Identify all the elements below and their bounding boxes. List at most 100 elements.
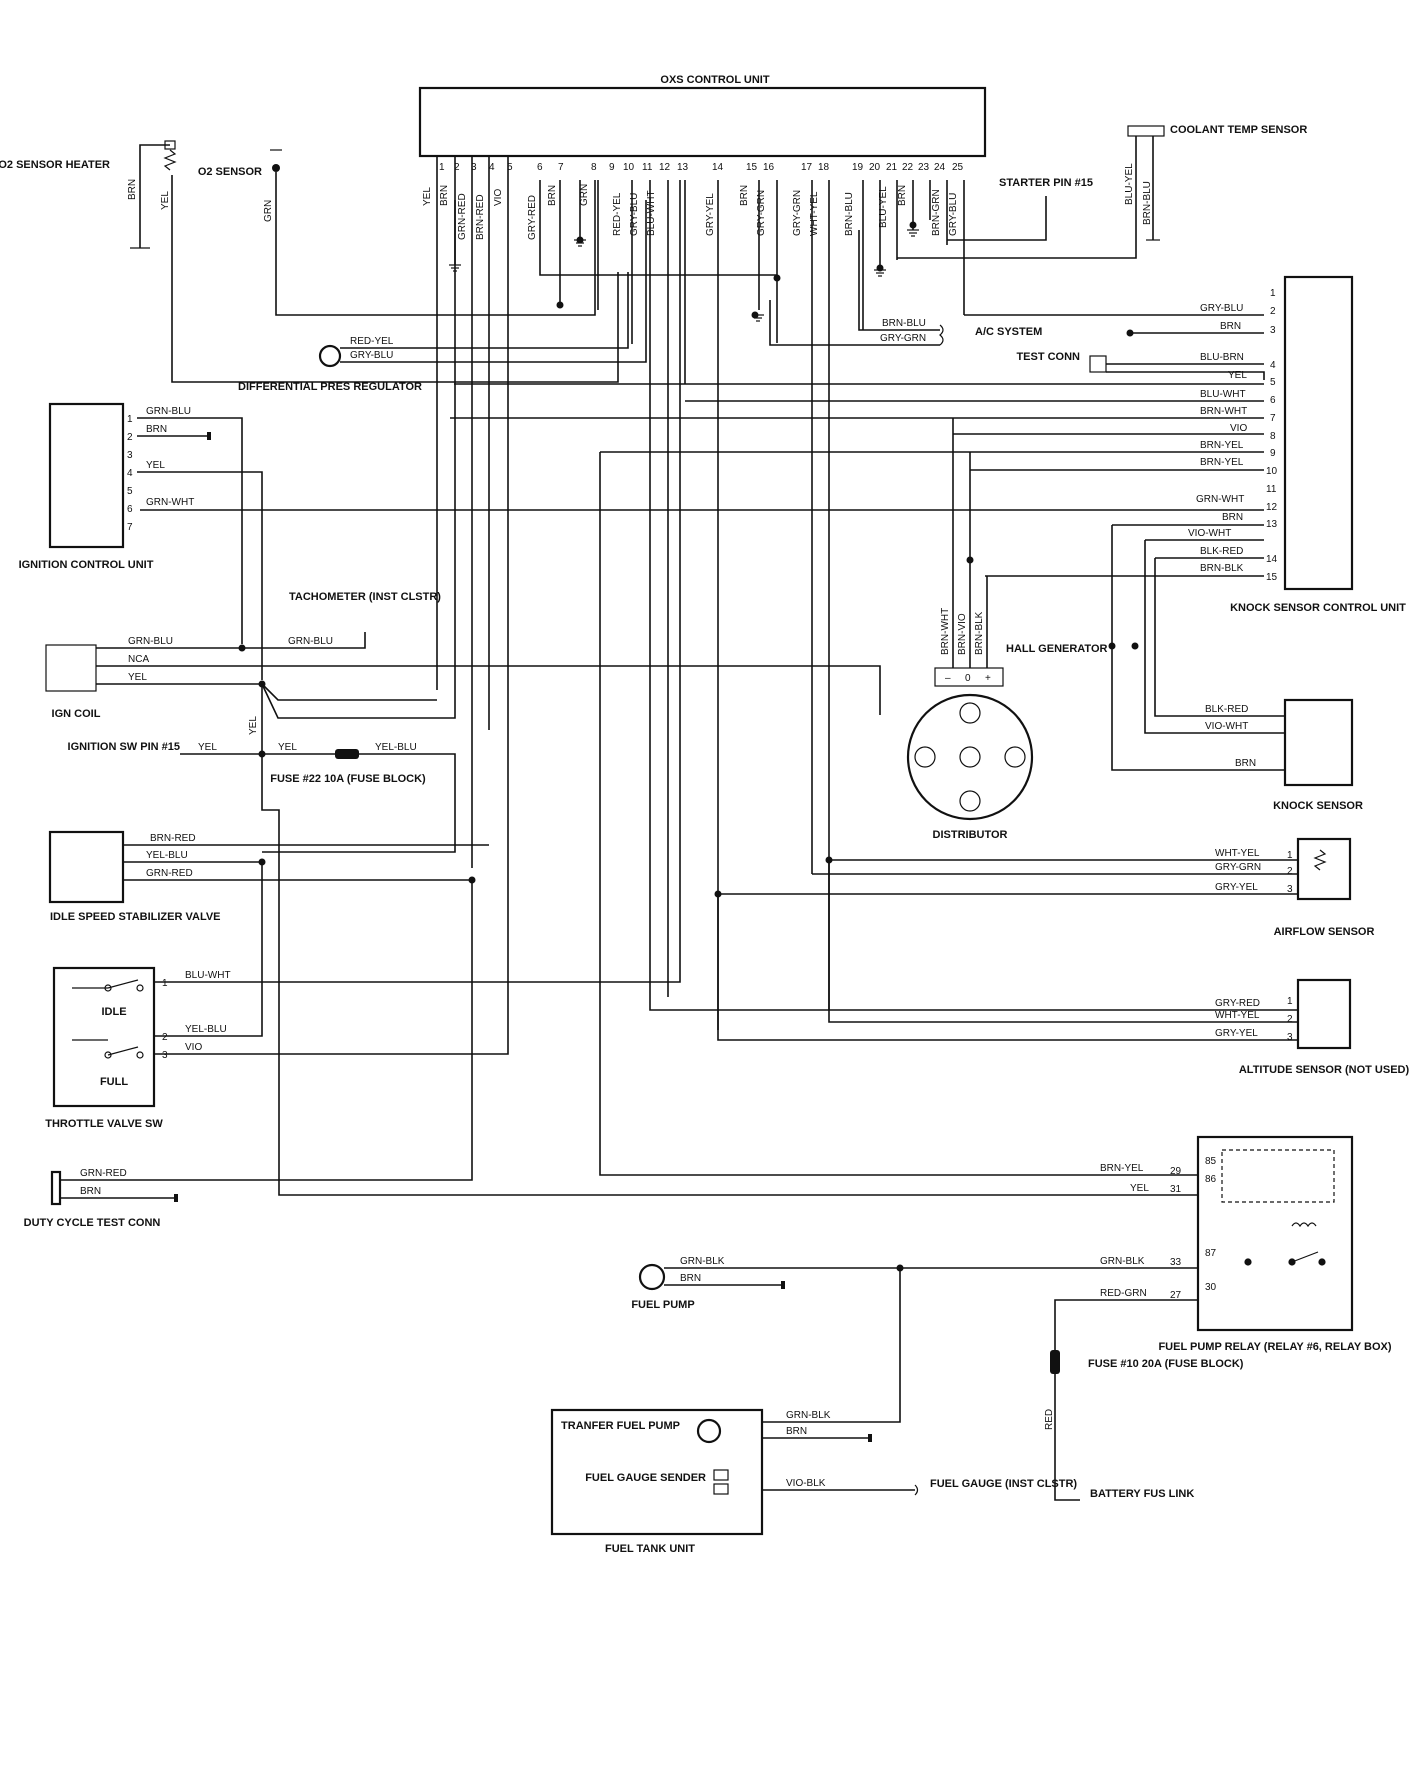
pin: 31 [1170,1184,1182,1195]
test-conn-label: TEST CONN [1016,351,1080,363]
wire-label: BLK-RED [1205,704,1248,715]
wire-label: GRY-YEL [1215,1028,1258,1039]
wire-label: GRN-BLU [146,406,191,417]
fuel-pump-label: FUEL PUMP [631,1299,694,1311]
wire-grn-blu [137,417,243,644]
pin: 1 [162,978,168,989]
splice-dot [751,311,759,319]
fuse-10-icon [1050,1350,1060,1374]
ecu-pin: 17 [801,162,813,173]
ecu-pin: 20 [869,162,881,173]
wire-label: BRN [680,1273,701,1284]
pin: 7 [127,522,133,533]
ground-symbol [207,432,211,440]
wire-gry-blu [340,200,647,363]
wire-label: BRN [1220,321,1241,332]
pin: 3 [1270,325,1276,336]
wire-label: BRN-WHT [940,608,951,655]
ecu-pin: 19 [852,162,864,173]
coolant-sensor-icon [1127,125,1165,137]
wire-label: BRN [897,185,908,206]
distributor-label: DISTRIBUTOR [933,829,1008,841]
wire-label: GRN-BLU [288,636,333,647]
distributor-terminal [959,702,981,724]
knock-ctrl-wire-labels: GRY-BLU BRN BLU-BRN YEL BLU-WHT BRN-WHT … [1188,303,1247,574]
wire-label: GRN-BLU [128,636,173,647]
gauge-sender-label: FUEL GAUGE SENDER [585,1472,706,1484]
airflow-sensor [1296,837,1352,901]
splice-dot [1131,642,1139,650]
pin: 3 [1287,884,1293,895]
wire-yel [171,175,619,383]
ecu-pin: 23 [918,162,930,173]
wire-label: GRN-RED [457,193,468,240]
knock-sensor [1283,698,1354,787]
ecu-pin: 3 [471,162,477,173]
wire-label: BRN [786,1426,807,1437]
tank-label: FUEL TANK UNIT [605,1543,695,1555]
gauge-inst-label: FUEL GAUGE (INST CLSTR) [930,1478,1077,1490]
pin: 6 [127,504,133,515]
hall-generator-connector [934,667,1004,687]
wire-red-grn-relay [1054,1299,1198,1501]
wire-brn-ks [1111,525,1285,771]
relay-coil-icon [1221,1149,1335,1203]
wire-label: GRY-GRN [756,190,767,236]
pin: 1 [127,414,133,425]
ecu-pin: 9 [609,162,615,173]
wire-label: GRY-GRN [880,333,926,344]
wire-grn-blu-tach [242,632,366,649]
gauge-sender-icon [713,1469,729,1481]
ac-label: A/C SYSTEM [975,326,1042,338]
altitude-sensor [1296,978,1352,1050]
pin: 2 [1287,866,1293,877]
wire-label: YEL [422,187,433,206]
wire-vio-wht-ks [1144,540,1285,734]
wire-label: BLU-WHT [646,190,657,236]
ecu-pin: 22 [902,162,914,173]
knock-sensor-label: KNOCK SENSOR [1273,800,1363,812]
wire-label: GRY-GRN [792,190,803,236]
ecu-pin: 13 [677,162,689,173]
wire-label: GRN-RED [80,1168,127,1179]
test-conn-icon [1089,355,1107,373]
wire-label: NCA [128,654,149,665]
ecu-pin: 4 [489,162,495,173]
distributor-terminal [959,790,981,812]
pin: 2 [127,432,133,443]
wire-yel [137,471,263,680]
wire-yel-blu [262,753,456,853]
wire-grn-red-duty [60,880,473,1181]
wire-starter [947,196,1047,241]
wire-label: YEL-BLU [185,1024,227,1035]
wire-wht-yel-alt [828,860,1298,1023]
wire-label: BRN [127,179,138,200]
wire-gry-red [539,272,777,276]
relay-coil-winding-icon [1291,1222,1317,1228]
ecu-pin: 18 [818,162,830,173]
wire-label: BRN-RED [150,833,196,844]
wire-label: YEL-BLU [375,742,417,753]
pin: 3 [1287,1032,1293,1043]
splice-dot [966,556,974,564]
ecu-pin: 10 [623,162,635,173]
pin: 13 [1266,519,1278,530]
wire-label: BRN-YEL [1100,1163,1144,1174]
ground-symbol [781,1281,785,1289]
wire-label: RED-YEL [612,192,623,236]
splice-dot [576,236,584,244]
ecu-wire-labels: YEL BRN GRN-RED BRN-RED VIO GRY-RED BRN … [422,184,959,240]
ground-symbol [868,1434,872,1442]
wire-label: GRN-WHT [1196,494,1244,505]
battery-label: BATTERY FUS LINK [1090,1488,1194,1500]
ignition-control-unit [48,402,125,549]
fuse-22-icon [335,749,359,759]
wire-label: WHT-YEL [809,191,820,236]
pin: 86 [1205,1174,1217,1185]
wire-label: BRN [439,185,450,206]
wire-label: GRN-RED [146,868,193,879]
wire-label: BLU-YEL [1124,163,1135,205]
potentiometer-icon [1313,849,1327,871]
pin: 10 [1266,466,1278,477]
